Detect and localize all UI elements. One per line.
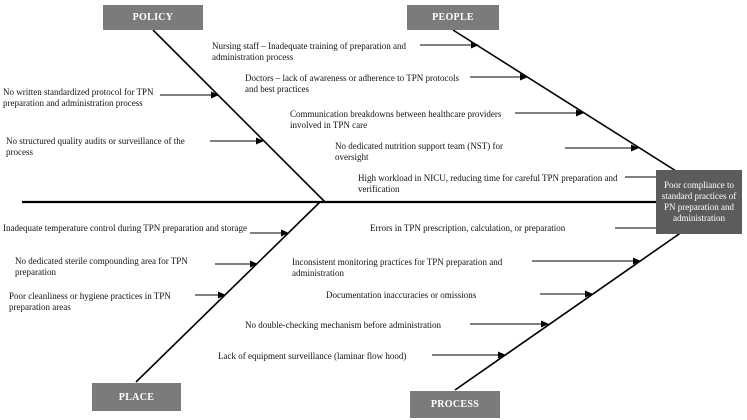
cause-people-5: High workload in NICU, reducing time for…: [358, 173, 618, 194]
category-process: PROCESS: [410, 391, 500, 418]
cause-place-3: Poor cleanliness or hygiene practices in…: [9, 291, 171, 312]
cause-process-4: No double-checking mechanism before admi…: [245, 320, 441, 330]
cause-process-3: Documentation inaccuracies or omissions: [326, 290, 477, 300]
cause-place-1: Inadequate temperature control during TP…: [3, 223, 247, 233]
category-people: PEOPLE: [407, 5, 499, 30]
cause-people-1: Nursing staff – Inadequate training of p…: [212, 41, 407, 62]
cause-place-2: No dedicated sterile compounding area fo…: [15, 256, 188, 277]
bone-place: [135, 201, 321, 383]
cause-policy-2: No structured quality audits or surveill…: [6, 136, 185, 157]
category-place: PLACE: [92, 383, 181, 411]
cause-people-4: No dedicated nutrition support team (NST…: [335, 141, 503, 162]
cause-process-1: Errors in TPN prescription, calculation,…: [370, 223, 566, 233]
bone-policy: [152, 29, 326, 203]
cause-process-5: Lack of equipment surveillance (laminar …: [218, 351, 407, 361]
effect-box: Poor compliance to standard practices of…: [656, 170, 742, 234]
cause-people-2: Doctors – lack of awareness or adherence…: [245, 73, 460, 94]
category-policy: POLICY: [103, 5, 203, 30]
cause-people-3: Communication breakdowns between healthc…: [290, 109, 502, 130]
cause-policy-1: No written standardized protocol for TPN…: [3, 87, 154, 108]
cause-process-2: Inconsistent monitoring practices for TP…: [292, 257, 503, 278]
